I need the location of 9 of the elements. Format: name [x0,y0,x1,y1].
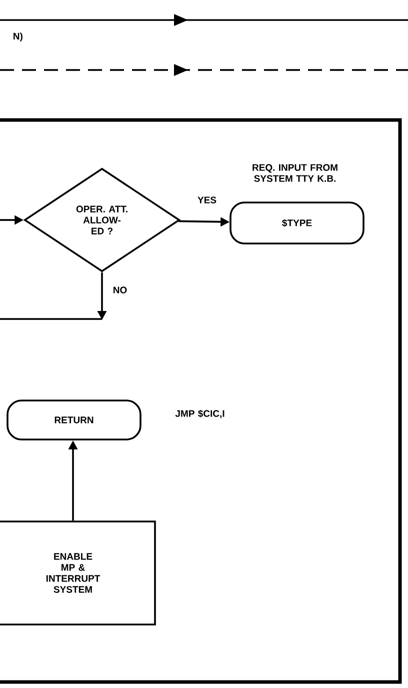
process-box: ENABLE MP & INTERRUPT SYSTEM [0,520,156,626]
partial-label: N) [14,32,22,42]
edge-label: NO [112,286,128,294]
flowchart-frame [0,118,402,684]
note-text: REQ. INPUT FROM SYSTEM TTY K.B. [252,164,338,182]
edge-label: YES [196,196,218,204]
note-text: JMP $CIC,I [175,410,224,418]
terminal-box: RETURN [6,400,142,440]
terminal-box: $TYPE [230,202,364,244]
